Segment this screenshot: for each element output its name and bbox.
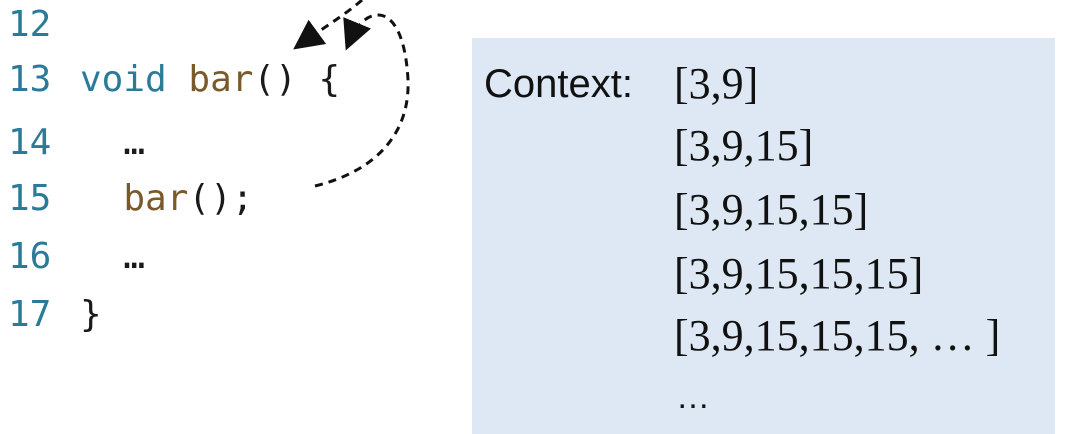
code-punctuation: () { (253, 59, 341, 100)
context-entry: [3,9,15,15,15, … ] (674, 311, 1001, 360)
keyword-void: void (80, 59, 167, 100)
code-line-13: 13 void bar() { (8, 55, 340, 105)
code-line-17: 17} (8, 290, 102, 340)
line-number: 12 (8, 4, 52, 45)
context-entry: [3,9] (674, 59, 759, 108)
line-number: 17 (8, 294, 52, 335)
closing-brace: } (80, 294, 102, 335)
context-label: Context: (484, 62, 633, 106)
context-ellipsis: … (676, 378, 710, 416)
code-ellipsis: … (80, 122, 146, 163)
context-entry: [3,9,15,15,15] (674, 249, 924, 298)
context-entry: [3,9,15,15] (674, 185, 869, 234)
line-number: 13 (8, 59, 52, 100)
code-punctuation: (); (188, 178, 254, 219)
function-call-bar: bar (123, 178, 189, 219)
line-number: 15 (8, 178, 52, 219)
code-ellipsis: … (80, 236, 146, 277)
code-line-12: 12 (8, 0, 80, 50)
context-entry: [3,9,15] (674, 121, 814, 170)
context-panel (472, 38, 1055, 434)
function-name-bar: bar (188, 59, 254, 100)
line-number: 14 (8, 122, 52, 163)
recursive-call-arrow (314, 13, 410, 188)
incoming-call-arrow (293, 0, 363, 50)
code-line-14: 14 … (8, 118, 145, 168)
code-line-15: 15 bar(); (8, 174, 253, 224)
line-number: 16 (8, 236, 52, 277)
code-line-16: 16 … (8, 232, 145, 282)
